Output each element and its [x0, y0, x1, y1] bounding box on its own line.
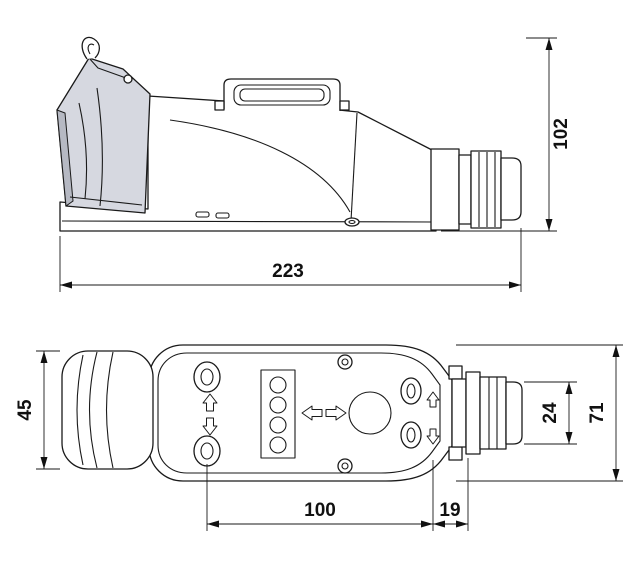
cable-entry-circle — [348, 391, 392, 435]
arrow-down-icon — [426, 428, 440, 445]
dimension-label-gland-length: 19 — [439, 500, 460, 521]
side-view: 102 223 — [56, 36, 572, 292]
dimension-overall-width: 71 — [456, 344, 623, 482]
dimension-gland-length: 19 — [433, 500, 468, 528]
dimension-label-body-length: 100 — [304, 500, 336, 521]
bottom-body — [148, 344, 453, 482]
side-latch-hook — [81, 36, 101, 60]
dimension-socket-diameter: 45 — [15, 350, 60, 470]
dimension-label-gland-diameter: 24 — [540, 402, 561, 424]
mounting-screws — [193, 354, 422, 474]
bottom-cable-gland — [448, 365, 523, 461]
arrow-up-icon — [202, 393, 218, 412]
arrow-right-icon — [325, 405, 347, 421]
side-socket-inlet — [56, 57, 151, 214]
terminal-block — [260, 369, 296, 459]
side-screw — [344, 217, 360, 227]
dimension-gland-diameter: 24 — [524, 381, 577, 445]
arrow-left-icon — [301, 405, 323, 421]
arrow-up-icon — [426, 391, 440, 408]
bottom-socket-cylinder — [61, 350, 154, 470]
molded-arrows — [202, 391, 440, 445]
dimension-side-height: 102 — [441, 37, 572, 232]
dimension-body-length: 100 — [206, 458, 469, 531]
bottom-view: 45 71 24 100 19 — [15, 344, 623, 531]
socket-flange-screw — [123, 74, 133, 84]
dimension-side-length: 223 — [59, 228, 522, 292]
side-cable-gland — [430, 148, 522, 231]
arrow-down-icon — [202, 417, 218, 436]
side-lid — [214, 78, 350, 111]
side-body — [59, 95, 437, 232]
dimension-label-overall-width: 71 — [587, 402, 608, 424]
dimension-label-side-length: 223 — [272, 261, 304, 282]
dimension-label-side-height: 102 — [551, 118, 572, 150]
dimension-label-socket-diameter: 45 — [15, 399, 36, 421]
